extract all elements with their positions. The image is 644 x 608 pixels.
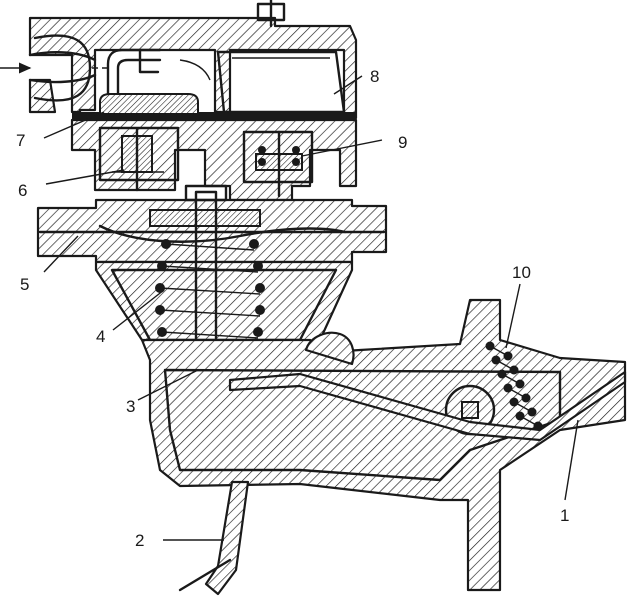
rocker-lever xyxy=(228,370,627,442)
callout-10: 10 xyxy=(512,263,531,282)
callout-3: 3 xyxy=(126,397,135,416)
callout-4: 4 xyxy=(96,327,105,346)
diaphragm-spring xyxy=(155,239,265,339)
valve-body xyxy=(70,118,358,202)
callout-2: 2 xyxy=(135,531,144,550)
callout-leaders xyxy=(43,75,579,541)
callout-5: 5 xyxy=(20,275,29,294)
priming-lever xyxy=(178,480,250,596)
callout-8: 8 xyxy=(370,67,379,86)
lever-housing xyxy=(140,298,627,592)
callout-6: 6 xyxy=(18,181,27,200)
cover-gasket xyxy=(72,112,356,120)
fuel-chamber xyxy=(216,50,346,114)
callout-7: 7 xyxy=(16,131,25,150)
return-spring xyxy=(485,341,543,431)
callout-1: 1 xyxy=(560,506,569,525)
pump-housing xyxy=(94,260,354,346)
pump-flange xyxy=(36,198,388,264)
callout-9: 9 xyxy=(398,133,407,152)
filter-screen xyxy=(99,93,199,115)
